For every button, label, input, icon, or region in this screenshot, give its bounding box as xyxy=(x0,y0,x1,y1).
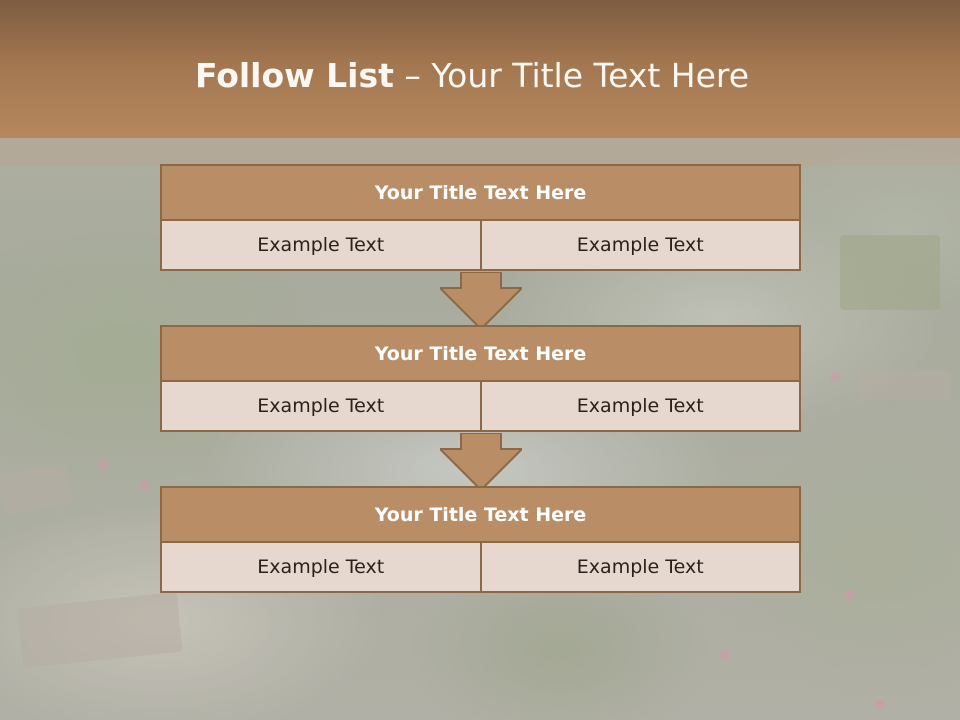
step-cell-left: Example Text xyxy=(160,543,482,593)
flower xyxy=(140,480,150,490)
step-title: Your Title Text Here xyxy=(160,325,801,382)
step-cell-right: Example Text xyxy=(481,221,801,271)
step-row: Example Text Example Text xyxy=(160,382,801,432)
step-title: Your Title Text Here xyxy=(160,164,801,221)
step-block-3: Your Title Text Here Example Text Exampl… xyxy=(160,486,801,593)
down-arrow-icon xyxy=(440,272,522,330)
step-title: Your Title Text Here xyxy=(160,486,801,543)
step-cell-right: Example Text xyxy=(481,382,801,432)
title-bar xyxy=(0,0,960,138)
step-block-1: Your Title Text Here Example Text Exampl… xyxy=(160,164,801,271)
slide-title-rest: – Your Title Text Here xyxy=(393,56,750,95)
stepping-stone xyxy=(860,370,950,400)
step-cell-left: Example Text xyxy=(160,221,482,271)
step-row: Example Text Example Text xyxy=(160,543,801,593)
stepping-stone xyxy=(840,235,940,310)
down-arrow-icon xyxy=(440,433,522,491)
step-cell-left: Example Text xyxy=(160,382,482,432)
flower xyxy=(830,372,840,382)
step-block-2: Your Title Text Here Example Text Exampl… xyxy=(160,325,801,432)
flower xyxy=(845,590,855,600)
flower xyxy=(720,650,730,660)
step-row: Example Text Example Text xyxy=(160,221,801,271)
slide-title: Follow List – Your Title Text Here xyxy=(0,54,944,98)
slide-title-bold: Follow List xyxy=(194,56,394,95)
header-strip xyxy=(0,138,960,166)
step-cell-right: Example Text xyxy=(481,543,801,593)
flower xyxy=(98,460,108,470)
flower xyxy=(875,700,885,710)
